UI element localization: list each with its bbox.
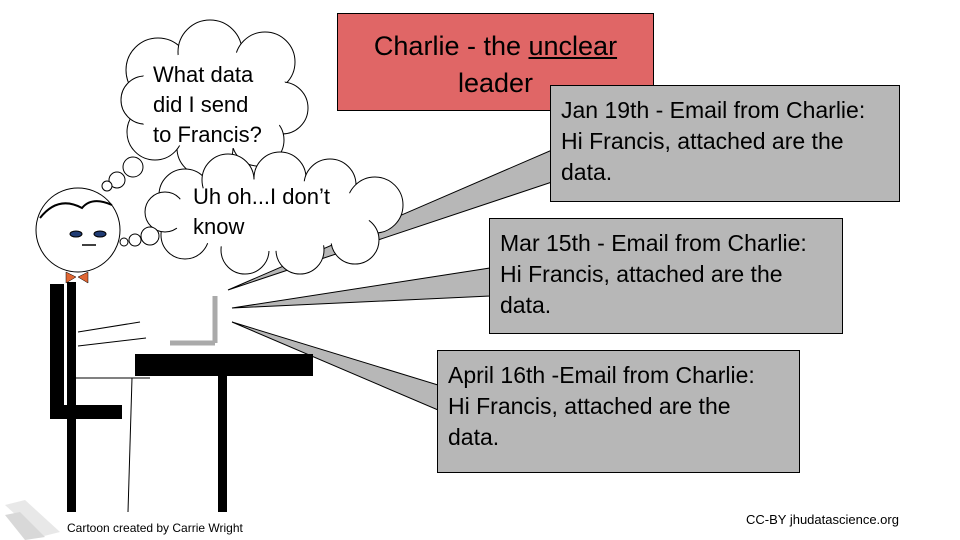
left-eye — [69, 230, 83, 238]
title-box: Charlie - the unclear leader — [337, 13, 654, 111]
email-line: Jan 19th - Email from Charlie: — [561, 97, 866, 123]
email-line: data. — [500, 292, 552, 318]
title-emphasis: unclear — [528, 31, 618, 61]
stick-figure — [35, 187, 150, 513]
right-eye — [93, 230, 107, 238]
thought-line: to Francis? — [153, 122, 262, 147]
body — [67, 282, 76, 512]
desk — [135, 354, 313, 512]
email-box-3: April 16th -Email from Charlie: Hi Franc… — [437, 350, 800, 473]
thought-line: did I send — [153, 92, 249, 117]
email-box-1: Jan 19th - Email from Charlie: Hi Franci… — [550, 85, 900, 202]
chair — [50, 284, 122, 419]
email-line: Hi Francis, attached are the — [561, 128, 844, 154]
head — [35, 187, 121, 273]
email-line: Hi Francis, attached are the — [500, 261, 783, 287]
cartoon-credit: Cartoon created by Carrie Wright — [67, 521, 243, 535]
shin — [127, 377, 133, 513]
email-line: data. — [448, 424, 500, 450]
thought-line: know — [193, 214, 245, 239]
thought-line: Uh oh...I don’t — [193, 184, 330, 209]
hair — [39, 200, 113, 219]
forearm — [77, 337, 147, 347]
thought-line: What data — [153, 62, 254, 87]
thought-1-text: What data did I send to Francis? — [153, 60, 303, 150]
thought-bubble-2 — [119, 151, 404, 275]
logo-mark — [5, 500, 60, 540]
title-line2: leader — [457, 68, 534, 98]
email-line: data. — [561, 159, 613, 185]
email-line: Mar 15th - Email from Charlie: — [500, 230, 807, 256]
upper-arm — [77, 321, 141, 333]
email-box-2: Mar 15th - Email from Charlie: Hi Franci… — [489, 218, 843, 334]
thought-2-text: Uh oh...I don’t know — [193, 182, 373, 242]
title-prefix: Charlie - the — [373, 31, 529, 61]
email-line: April 16th -Email from Charlie: — [448, 362, 755, 388]
email-line: Hi Francis, attached are the — [448, 393, 731, 419]
laptop — [170, 296, 218, 346]
bow-tie — [65, 271, 77, 284]
license-text: CC-BY jhudatascience.org — [746, 512, 899, 527]
